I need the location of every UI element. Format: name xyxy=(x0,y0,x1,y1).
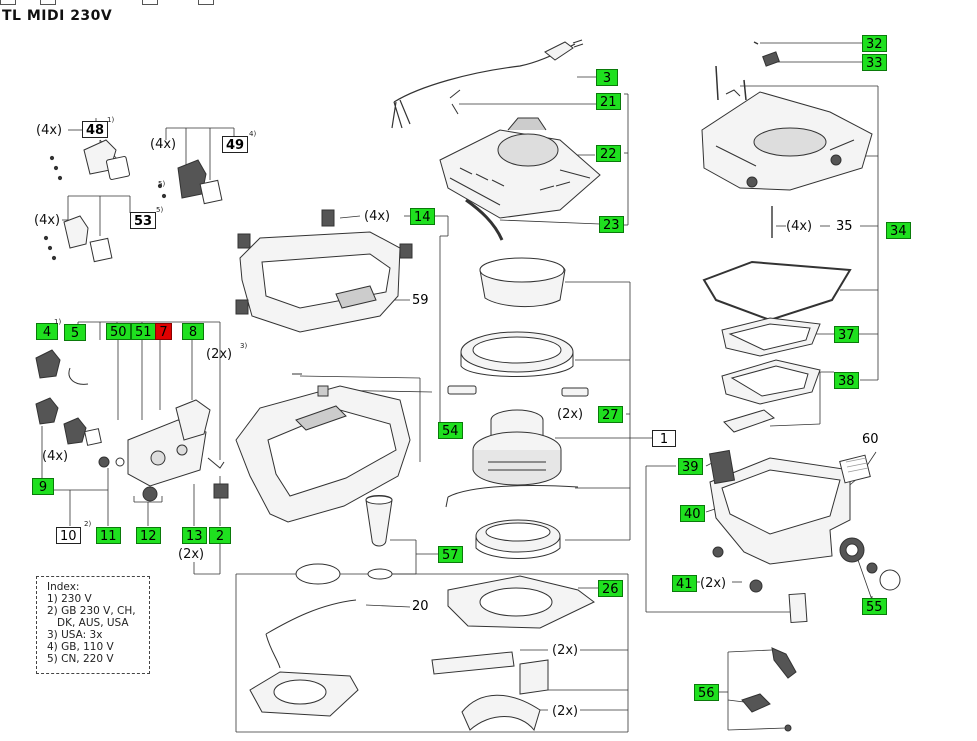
part-label-1: 1 xyxy=(652,430,676,447)
part-label-32: 32 xyxy=(862,35,887,52)
part-label-41: 41 xyxy=(672,575,697,592)
part-label-22: 22 xyxy=(596,145,621,162)
part-label-21: 21 xyxy=(596,93,621,110)
part-label-7: 7 xyxy=(155,323,172,340)
index-heading: Index: xyxy=(47,581,80,593)
count-35: (4x) xyxy=(786,219,813,234)
part-label-13: 13 xyxy=(182,527,207,544)
part-label-9: 9 xyxy=(32,478,54,495)
footnote-48: 1) xyxy=(107,116,115,124)
footnote-49: 4) xyxy=(249,130,257,138)
part-label-2: 2 xyxy=(209,527,231,544)
count-8: (2x) xyxy=(206,347,233,362)
part-label-57: 57 xyxy=(438,546,463,563)
part-label-11: 11 xyxy=(96,527,121,544)
part-label-37: 37 xyxy=(834,326,859,343)
part-label-38: 38 xyxy=(834,372,859,389)
part-label-49: 49 xyxy=(222,136,249,153)
part-label-5: 5 xyxy=(64,324,86,341)
footnote-8: 3) xyxy=(240,342,248,350)
footnote-48b: 5) xyxy=(158,180,166,188)
part-label-55: 55 xyxy=(862,598,887,615)
part-label-34: 34 xyxy=(886,222,911,239)
part-label-54: 54 xyxy=(438,422,463,439)
count-41: (2x) xyxy=(700,576,727,591)
part-label-53: 53 xyxy=(130,212,157,229)
index-line-2: 2) GB 230 V, CH, xyxy=(47,605,136,617)
part-label-26: 26 xyxy=(598,580,623,597)
count-48: (4x) xyxy=(36,123,63,138)
part-label-50: 50 xyxy=(106,323,131,340)
part-label-8: 8 xyxy=(182,323,204,340)
part-label-40: 40 xyxy=(680,505,705,522)
count-27: (2x) xyxy=(557,407,584,422)
index-line-6: 5) CN, 220 V xyxy=(47,653,114,665)
count-13: (2x) xyxy=(178,547,205,562)
count-53: (4x) xyxy=(34,213,61,228)
part-label-3: 3 xyxy=(596,69,618,86)
count-26a: (2x) xyxy=(552,643,579,658)
count-14: (4x) xyxy=(364,209,391,224)
index-line-1: 1) 230 V xyxy=(47,593,92,605)
count-9: (4x) xyxy=(42,449,69,464)
top-tab-strip xyxy=(0,0,977,6)
part-label-14: 14 xyxy=(410,208,435,225)
footnote-53: 5) xyxy=(156,206,164,214)
part-label-56: 56 xyxy=(694,684,719,701)
part-label-35: 35 xyxy=(836,219,853,234)
part-label-33: 33 xyxy=(862,54,887,71)
part-label-12: 12 xyxy=(136,527,161,544)
page-title: TL MIDI 230V xyxy=(2,8,113,24)
part-label-23: 23 xyxy=(599,216,624,233)
index-legend: Index: 1) 230 V 2) GB 230 V, CH, DK, AUS… xyxy=(36,576,150,674)
part-label-10: 10 xyxy=(56,527,81,544)
footnote-4: 1) xyxy=(54,318,62,326)
part-label-27: 27 xyxy=(598,406,623,423)
part-label-48: 48 xyxy=(82,121,109,138)
index-line-4: 3) USA: 3x xyxy=(47,629,103,641)
index-line-3: DK, AUS, USA xyxy=(47,617,129,629)
part-label-4: 4 xyxy=(36,323,58,340)
index-line-5: 4) GB, 110 V xyxy=(47,641,114,653)
part-label-59: 59 xyxy=(412,293,429,308)
footnote-10: 2) xyxy=(84,520,92,528)
part-label-20: 20 xyxy=(412,599,429,614)
part-label-39: 39 xyxy=(678,458,703,475)
count-26b: (2x) xyxy=(552,704,579,719)
count-49: (4x) xyxy=(150,137,177,152)
part-label-51: 51 xyxy=(131,323,156,340)
part-label-60: 60 xyxy=(862,432,879,447)
